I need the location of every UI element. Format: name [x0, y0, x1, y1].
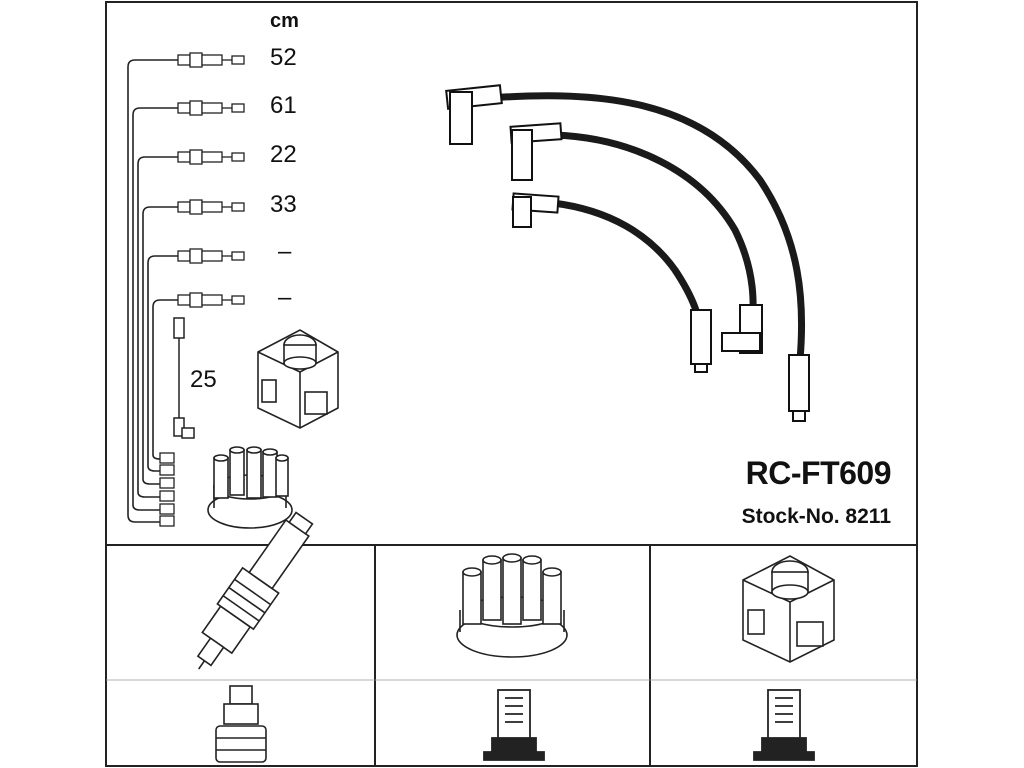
wire-length-1: 52 [270, 44, 297, 71]
wire-length-2: 61 [270, 92, 297, 119]
wire-length-4: 33 [270, 191, 297, 218]
connector-row-4 [177, 199, 245, 215]
distributor-cap-small [207, 446, 293, 529]
cable-boots [445, 84, 810, 422]
bottom-terminals [159, 452, 175, 527]
coil-connector-icon [753, 689, 815, 761]
product-code: RC-FT609 [745, 455, 892, 491]
coil-lead-length: 25 [190, 366, 217, 393]
wire-length-6: – [278, 284, 292, 311]
cap-connector-icon [483, 689, 545, 761]
ignition-coil-icon [742, 555, 835, 663]
connector-row-1 [177, 52, 245, 68]
connector-row-3 [177, 149, 245, 165]
wire-connectors [159, 52, 245, 527]
coil-lead [173, 317, 195, 439]
connector-row-2 [177, 100, 245, 116]
connector-row-5 [177, 248, 245, 264]
wire-length-3: 22 [270, 141, 297, 168]
spark-plug-boot-icon [215, 685, 267, 763]
stock-number: Stock-No. 8211 [741, 505, 891, 528]
spark-plug-icon [196, 511, 314, 670]
ignition-coil-small [257, 329, 339, 429]
wire-length-5: – [278, 238, 292, 265]
connector-row-6 [177, 292, 245, 308]
wire-length-diagram [127, 59, 178, 523]
unit-label: cm [270, 10, 299, 32]
frame [105, 1, 918, 767]
distributor-cap-icon [456, 553, 568, 658]
